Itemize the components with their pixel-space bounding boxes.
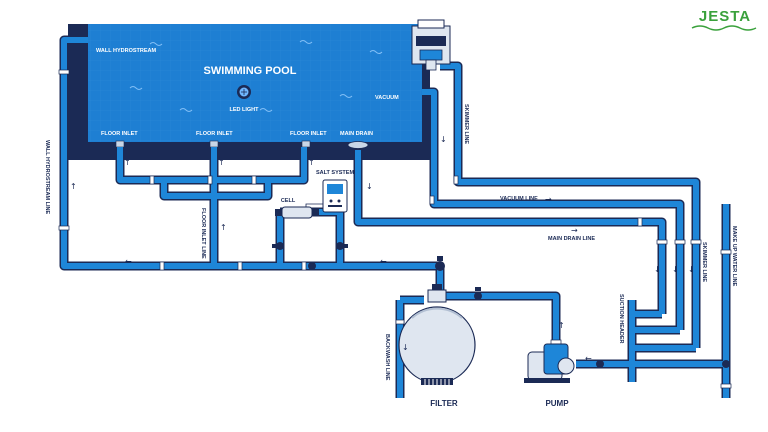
arrow-down-icon: ↓	[672, 265, 679, 274]
floor-inlet-line-label: FLOOR INLET LINE	[200, 208, 206, 259]
main-drain-label: MAIN DRAIN	[340, 131, 373, 137]
pump	[524, 343, 575, 383]
floor-inlet-fitting-2	[209, 140, 219, 148]
valve-icon	[435, 256, 445, 271]
main-drain-cover	[347, 141, 369, 149]
arrow-right-icon: →	[545, 195, 552, 204]
pipe-couplings	[58, 69, 732, 389]
arrow-left-icon: ←	[125, 257, 132, 266]
arrow-up-icon: ↑	[218, 158, 225, 167]
brand-logo-text: JESTA	[698, 8, 752, 25]
arrow-down-icon: ↓	[440, 135, 447, 144]
valve-icon	[596, 360, 604, 368]
swimming-pool: SWIMMING POOL LED LIGHT WALL HYDROSTREAM…	[68, 24, 430, 160]
skimmer-line-right-label: SKIMMER LINE	[701, 242, 707, 282]
led-light-icon	[237, 85, 251, 99]
led-light-label: LED LIGHT	[229, 107, 259, 113]
floor-inlet-label-2: FLOOR INLET	[196, 131, 233, 137]
vacuum-line-label: VACUUM LINE	[500, 196, 538, 202]
flow-arrows: ↑ ↑ ↑ ↑ ↑ ← ← ↓ ↓ → → ↓ ↓ ↓ ← ↑ ↓	[70, 135, 695, 363]
floor-inlet-fitting-1	[115, 140, 125, 148]
arrow-up-icon: ↑	[558, 321, 565, 330]
floor-inlet-label-1: FLOOR INLET	[101, 131, 138, 137]
salt-system-label: SALT SYSTEM	[316, 170, 355, 176]
filter-label: FILTER	[430, 399, 458, 408]
filter	[398, 284, 476, 385]
pump-label: PUMP	[545, 399, 569, 408]
make-up-water-line-label: MAKE UP WATER LINE	[731, 226, 737, 287]
wall-hydrostream-line-label: WALL HYDROSTREAM LINE	[44, 140, 50, 214]
arrow-down-icon: ↓	[654, 265, 661, 274]
pool-title: SWIMMING POOL	[204, 65, 297, 77]
valve-icon	[272, 242, 284, 250]
arrow-left-icon: ←	[585, 354, 592, 363]
main-drain-line-label: MAIN DRAIN LINE	[548, 236, 595, 242]
brand-logo: JESTA	[690, 8, 760, 31]
valves	[272, 242, 730, 368]
floor-inlet-label-3: FLOOR INLET	[290, 131, 327, 137]
salt-cell	[275, 206, 319, 219]
arrow-left-icon: ←	[380, 257, 387, 266]
arrow-down-icon: ↓	[688, 265, 695, 274]
arrow-up-icon: ↑	[70, 182, 77, 191]
valve-icon	[722, 360, 730, 368]
arrow-down-icon: ↓	[366, 182, 373, 191]
backwash-line-label: BACKWASH LINE	[384, 334, 390, 381]
valve-icon	[308, 262, 316, 270]
arrow-up-icon: ↑	[220, 223, 227, 232]
arrow-up-icon: ↑	[308, 158, 315, 167]
salt-system	[322, 179, 348, 213]
arrow-up-icon: ↑	[124, 158, 131, 167]
valve-icon	[336, 242, 348, 250]
arrow-right-icon: →	[571, 226, 578, 235]
cell-label: CELL	[281, 198, 296, 204]
arrow-down-icon: ↓	[402, 343, 409, 352]
skimmer-line-top-label: SKIMMER LINE	[463, 104, 469, 144]
logo-wave-icon	[691, 25, 757, 31]
water-waves	[129, 40, 383, 112]
skimmer	[411, 19, 451, 71]
vacuum-label: VACUUM	[375, 95, 399, 101]
wall-hydrostream-label: WALL HYDROSTREAM	[96, 48, 157, 54]
floor-inlet-fitting-3	[301, 140, 311, 148]
valve-icon	[474, 287, 482, 300]
suction-header-label: SUCTION HEADER	[618, 294, 624, 344]
